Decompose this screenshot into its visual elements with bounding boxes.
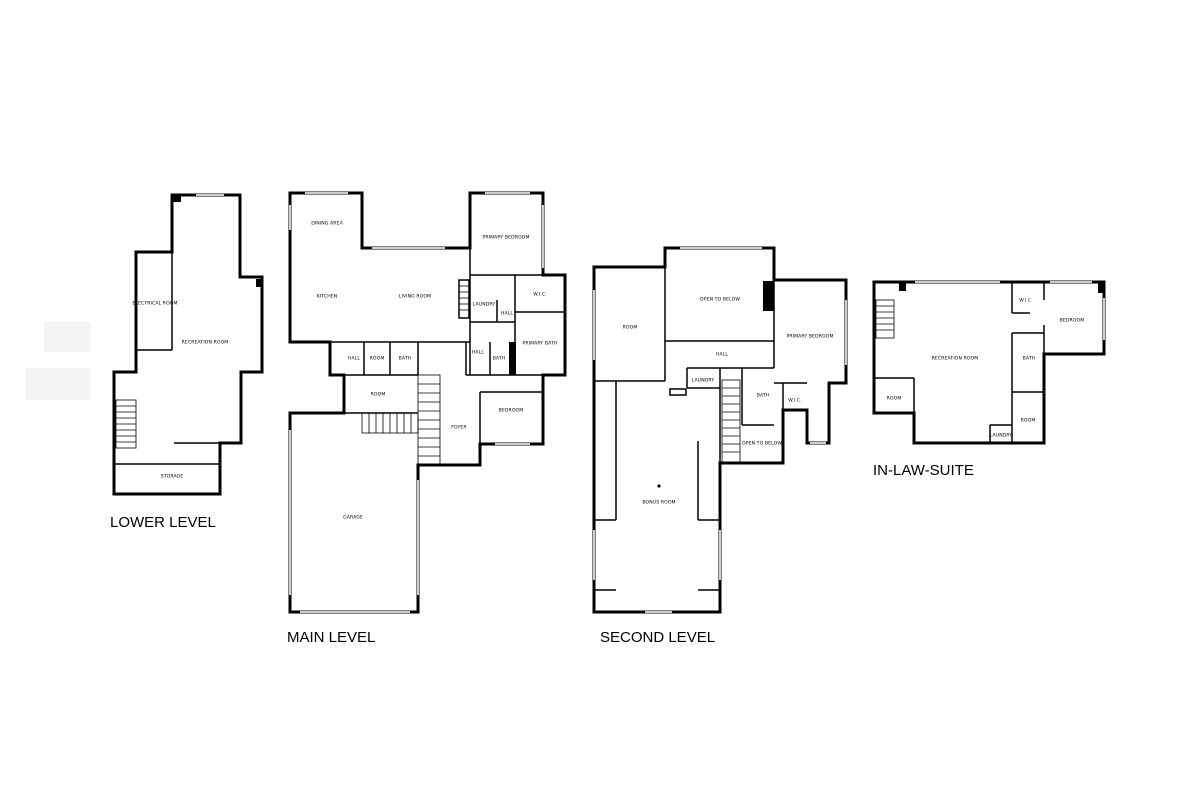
room-label-wic: W.I.C. <box>1019 298 1033 304</box>
room-label-bath: BATH <box>1023 356 1036 362</box>
room-label-hall-c: HALL <box>472 350 484 356</box>
room-label-laundry: LAUNDRY <box>692 378 715 384</box>
room-label-hall: HALL <box>716 352 728 358</box>
room-label-laundry: LAUNDRY <box>990 433 1013 439</box>
room-label-room: ROOM <box>623 325 638 331</box>
room-label-dining: DINING AREA <box>311 221 343 227</box>
level-title-main: MAIN LEVEL <box>287 629 375 646</box>
room-label-bedroom: BEDROOM <box>499 408 524 414</box>
room-label-bedroom: BEDROOM <box>1060 318 1085 324</box>
room-label-bath: BATH <box>399 356 412 362</box>
room-label-living: LIVING ROOM <box>399 294 431 300</box>
room-label-bath: BATH <box>757 393 770 399</box>
room-label-open-below-2: OPEN TO BELOW <box>742 441 782 447</box>
room-label-electrical: ELECTRICAL ROOM <box>132 301 177 307</box>
level-title-second: SECOND LEVEL <box>600 629 715 646</box>
level-title-inlaw: IN-LAW-SUITE <box>873 462 974 479</box>
room-label-bath-2: BATH <box>493 356 506 362</box>
room-label-garage: GARAGE <box>343 515 363 521</box>
room-label-bonus: BONUS ROOM <box>642 500 675 506</box>
room-label-recreation: RECREATION ROOM <box>182 340 229 346</box>
ghost-block-bottom <box>26 368 91 400</box>
room-label-laundry: LAUNDRY <box>473 302 496 308</box>
room-label-room: ROOM <box>371 392 386 398</box>
room-label-room-left: ROOM <box>887 396 902 402</box>
room-label-primary-bedroom: PRIMARY BEDROOM <box>482 235 529 241</box>
room-label-room-right: ROOM <box>1021 418 1036 424</box>
ghost-block-top <box>44 322 91 352</box>
room-label-recreation: RECREATION ROOM <box>932 356 979 362</box>
room-label-wic: W.I.C. <box>788 398 802 404</box>
room-label-wic: W.I.C. <box>533 292 547 298</box>
level-title-lower: LOWER LEVEL <box>110 514 216 531</box>
room-label-hall-a: HALL <box>501 311 513 317</box>
room-label-room-small: ROOM <box>370 356 385 362</box>
main-level-plan: DINING AREA KITCHEN LIVING ROOM PRIMARY … <box>288 191 567 614</box>
room-label-primary-bath: PRIMARY BATH <box>523 341 558 347</box>
room-label-storage: STORAGE <box>161 474 184 480</box>
second-level-plan: ROOM OPEN TO BELOW PRIMARY BEDROOM HALL … <box>592 246 848 614</box>
inlaw-suite-plan: W.I.C. BEDROOM RECREATION ROOM BATH ROOM… <box>872 280 1106 445</box>
room-label-primary-bedroom: PRIMARY BEDROOM <box>786 334 833 340</box>
lower-level-plan: ELECTRICAL ROOM RECREATION ROOM STORAGE <box>112 193 264 496</box>
room-label-foyer: FOYER <box>451 425 467 431</box>
room-label-kitchen: KITCHEN <box>317 294 338 300</box>
room-label-hall-b: HALL <box>348 356 360 362</box>
room-label-open-below: OPEN TO BELOW <box>700 297 740 303</box>
